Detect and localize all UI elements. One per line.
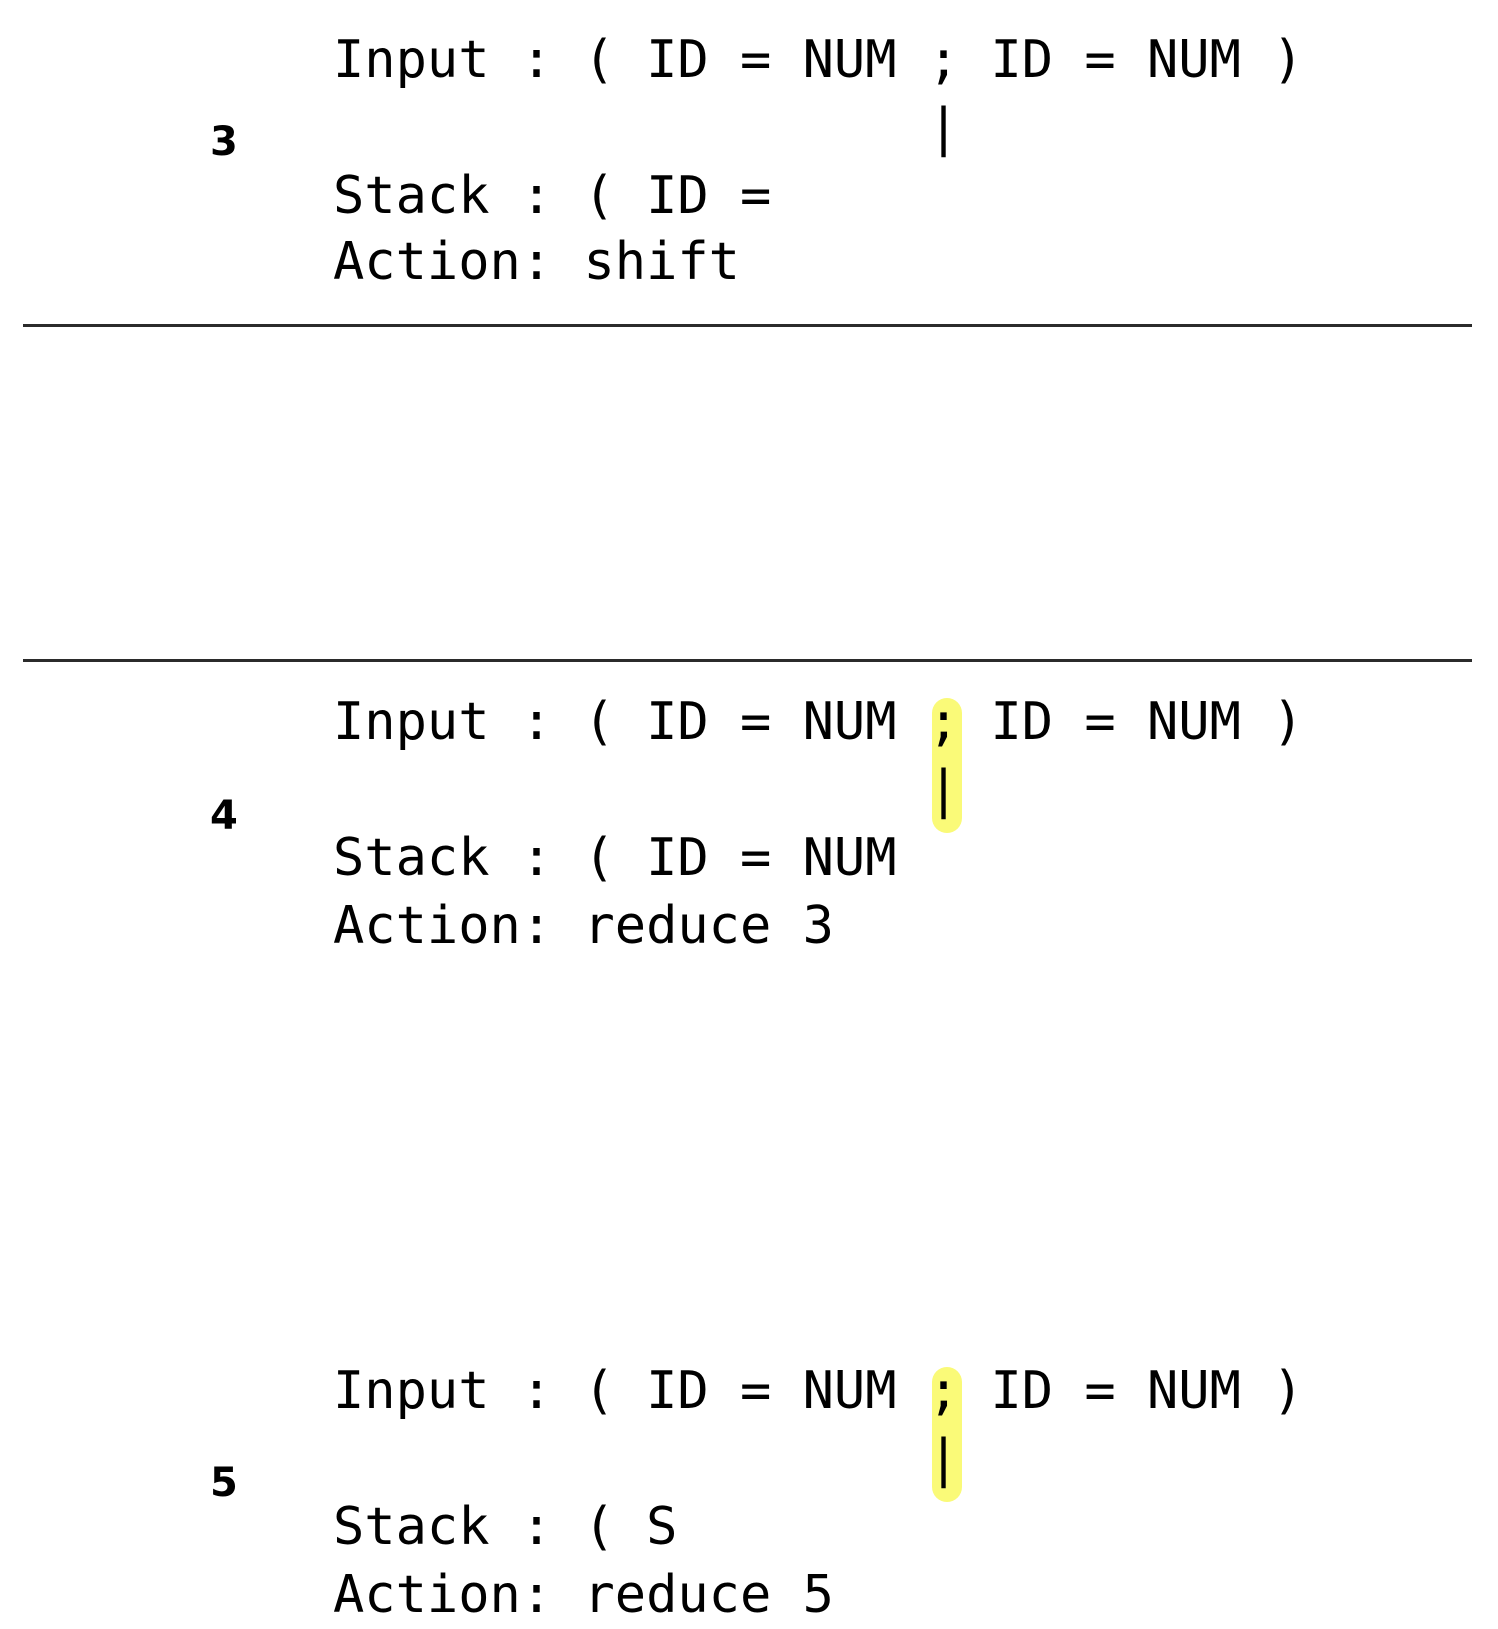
input-cursor-line: |: [333, 760, 960, 820]
input-line: Input : ( ID = NUM ; ID = NUM ): [333, 692, 1304, 752]
row-divider: [23, 659, 1472, 662]
stack-line: Stack : ( ID = NUM: [333, 828, 897, 888]
token-highlight: [932, 698, 962, 833]
row-divider: [23, 324, 1472, 327]
action-line: Action: reduce 3: [333, 896, 834, 956]
input-line: Input : ( ID = NUM ; ID = NUM ): [333, 1361, 1304, 1421]
stack-line: Stack : ( S: [333, 1497, 678, 1557]
step-number: 4: [210, 793, 238, 839]
step-number: 3: [210, 119, 238, 165]
action-line: Action: reduce 5: [333, 1565, 834, 1625]
table-row: 3 Input : ( ID = NUM ; ID = NUM ) | Stac…: [0, 0, 1498, 325]
input-line: Input : ( ID = NUM ; ID = NUM ): [333, 30, 1304, 90]
action-line: Action: shift: [333, 232, 740, 292]
table-row: 4 Input : ( ID = NUM ; ID = NUM ) | Stac…: [0, 328, 1498, 956]
input-cursor-line: |: [333, 98, 960, 158]
input-cursor-line: |: [333, 1429, 960, 1489]
stack-line: Stack : ( ID =: [333, 166, 772, 226]
